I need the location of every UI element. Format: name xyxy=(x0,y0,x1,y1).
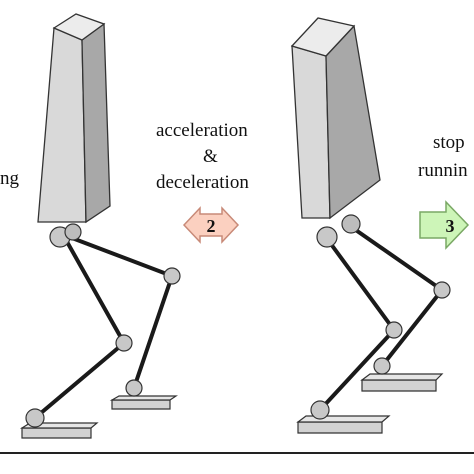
robot-1-front-shin xyxy=(33,341,126,420)
robot-2-front-knee xyxy=(385,321,403,339)
transition-2-step: 2 xyxy=(207,216,216,236)
transition-2-arrow: 2 xyxy=(182,206,240,244)
robot-1-front-foot xyxy=(21,427,92,439)
right-arrow-shape xyxy=(419,200,470,250)
transition-3-line2: runnin xyxy=(418,160,468,181)
transition-2-line1: acceleration xyxy=(156,120,248,141)
robot-2-body-front xyxy=(291,45,331,219)
transition-3-step: 3 xyxy=(446,216,455,236)
robot-1-body-top xyxy=(52,13,106,41)
robot-1-hip-joint-2 xyxy=(64,223,82,241)
robot-2-hip-joint xyxy=(316,226,338,248)
robot-2-hip-joint-2 xyxy=(341,214,361,234)
robot-1-back-knee xyxy=(163,267,181,285)
transition-3-arrow: 3 xyxy=(419,200,470,250)
bottom-rule xyxy=(0,452,474,454)
robot-1-back-foot xyxy=(111,399,171,410)
robot-1-back-foot-top xyxy=(109,395,178,401)
robot-2-back-knee xyxy=(433,281,451,299)
robot-2-body-side xyxy=(325,24,381,220)
transition-2-line2: & xyxy=(203,146,218,167)
transition-3-line1: stop xyxy=(433,132,465,153)
transition-2-line3: deceleration xyxy=(156,172,249,193)
robot-2 xyxy=(290,17,451,434)
robot-2-back-shin xyxy=(380,288,444,368)
robot-2-back-foot-top xyxy=(360,373,444,381)
robot-2-front-foot xyxy=(297,421,383,434)
left-label-fragment: ng xyxy=(0,168,19,189)
robot-1-body-front xyxy=(37,27,87,223)
robot-1-back-thigh xyxy=(70,236,174,278)
robot-2-front-ankle xyxy=(310,400,330,420)
robot-1-body-side xyxy=(81,22,111,224)
robot-2-front-shin xyxy=(318,328,396,412)
robot-1-front-thigh xyxy=(64,238,126,345)
double-arrow-shape xyxy=(182,206,240,244)
robot-1 xyxy=(19,13,181,439)
robot-2-body-top xyxy=(290,17,356,57)
robot-1-front-ankle xyxy=(25,408,45,428)
robot-1-front-knee xyxy=(115,334,133,352)
robot-2-back-foot xyxy=(361,379,437,392)
robot-2-front-foot-top xyxy=(296,415,391,423)
robot-2-back-ankle xyxy=(373,357,391,375)
robot-1-back-ankle xyxy=(125,379,143,397)
robot-2-back-thigh xyxy=(348,224,444,292)
robot-1-back-shin xyxy=(132,274,174,390)
robot-2-front-thigh xyxy=(326,238,396,332)
